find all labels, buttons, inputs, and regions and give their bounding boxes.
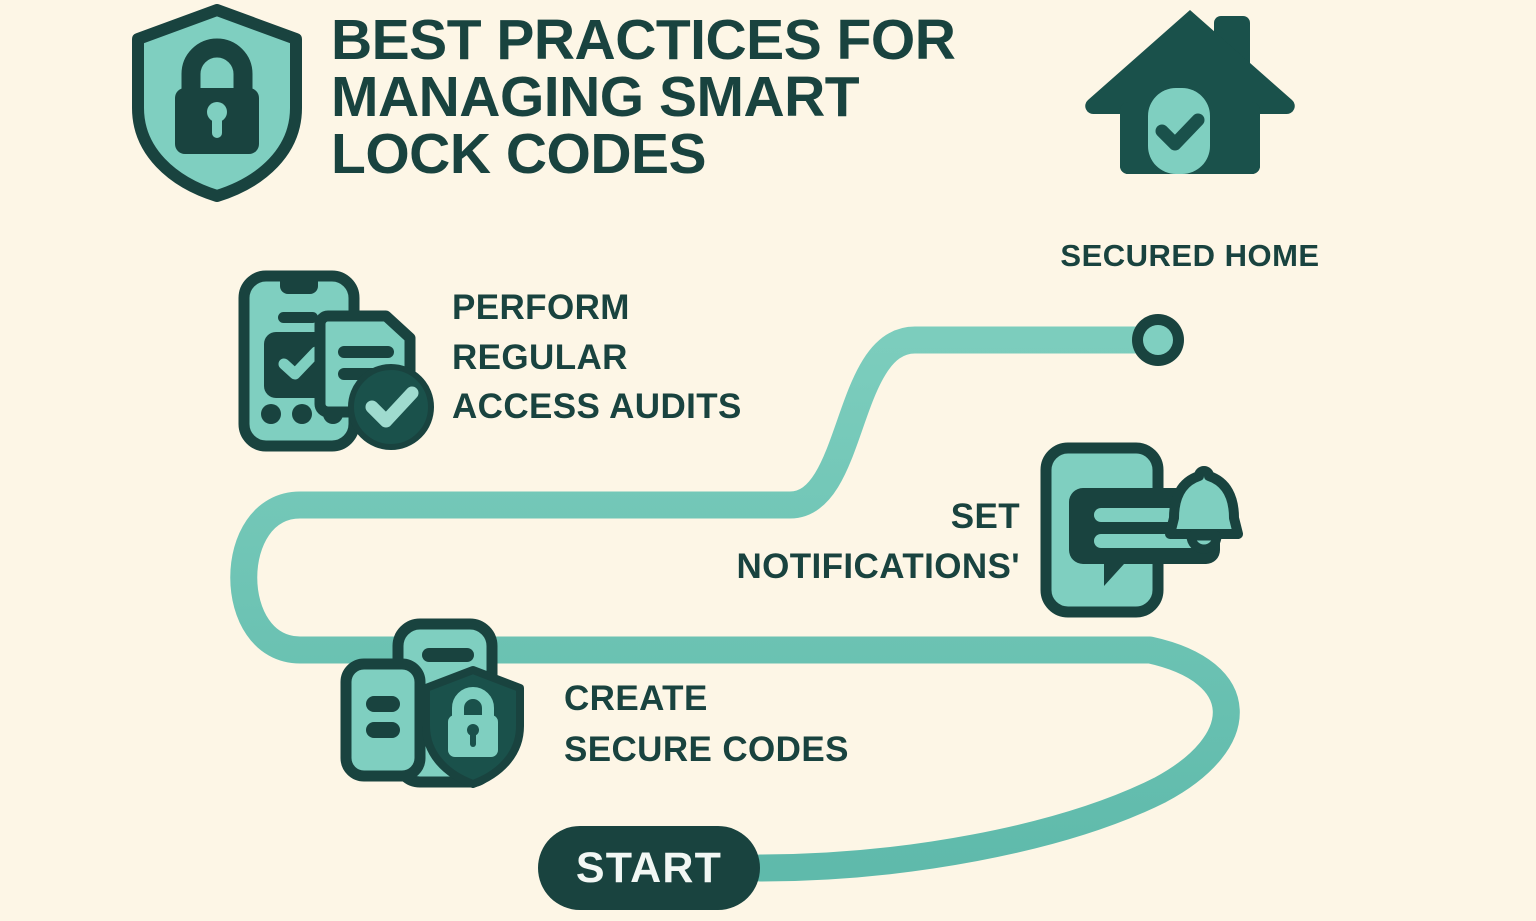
house-door-check	[1155, 113, 1205, 151]
step-perform-regular-access-audits: PERFORM REGULAR ACCESS AUDITS	[238, 268, 742, 453]
cards-shield-lock-icon	[338, 618, 528, 793]
start-button-label: START	[575, 843, 723, 892]
audit-document-line-1	[338, 346, 394, 358]
audit-phone-screen-check	[278, 346, 322, 380]
phone-document-check-icon	[238, 268, 438, 453]
audit-phone-notch	[280, 278, 318, 294]
start-button[interactable]: START	[538, 826, 760, 910]
codes-card-front-bar-1	[366, 696, 400, 712]
codes-card-front	[340, 658, 426, 782]
audit-phone-dot-2	[292, 404, 312, 424]
endpoint-dot-core	[1143, 325, 1173, 355]
title-block: BEST PRACTICES FOR MANAGING SMART LOCK C…	[331, 12, 1031, 183]
codes-shield-lock-keyhole-slot	[470, 729, 476, 747]
notify-bell-clapper	[1186, 531, 1222, 554]
notify-bell	[1165, 466, 1243, 539]
shield-lock-icon	[128, 4, 306, 202]
audit-check-badge-check	[365, 386, 419, 428]
step-label-notifications: SET NOTIFICATIONS'	[736, 497, 1020, 586]
lock-keyhole-slot	[212, 110, 222, 138]
codes-card-front-bar-2	[366, 722, 400, 738]
codes-card-back-bar	[422, 648, 474, 662]
secured-home-label: SECURED HOME	[1060, 238, 1320, 273]
codes-shield-lock-shackle	[452, 687, 494, 724]
house-check-icon	[1080, 2, 1300, 232]
secured-home-node: SECURED HOME	[1040, 2, 1340, 274]
audit-phone-top-bar	[278, 312, 318, 323]
step-create-secure-codes: CREATE SECURE CODES	[338, 618, 849, 793]
audit-phone-dot-1	[261, 404, 281, 424]
flow-path-stroke	[230, 326, 1240, 882]
lock-shackle	[181, 38, 253, 102]
step-label-create-secure-codes: CREATE SECURE CODES	[564, 679, 849, 769]
endpoint-dot	[1128, 310, 1188, 370]
step-label-audits: PERFORM REGULAR ACCESS AUDITS	[452, 288, 742, 427]
page-title: BEST PRACTICES FOR MANAGING SMART LOCK C…	[331, 8, 956, 186]
phone-message-bell-icon	[1038, 440, 1253, 620]
step-set-notifications: SET NOTIFICATIONS'	[640, 440, 1253, 620]
